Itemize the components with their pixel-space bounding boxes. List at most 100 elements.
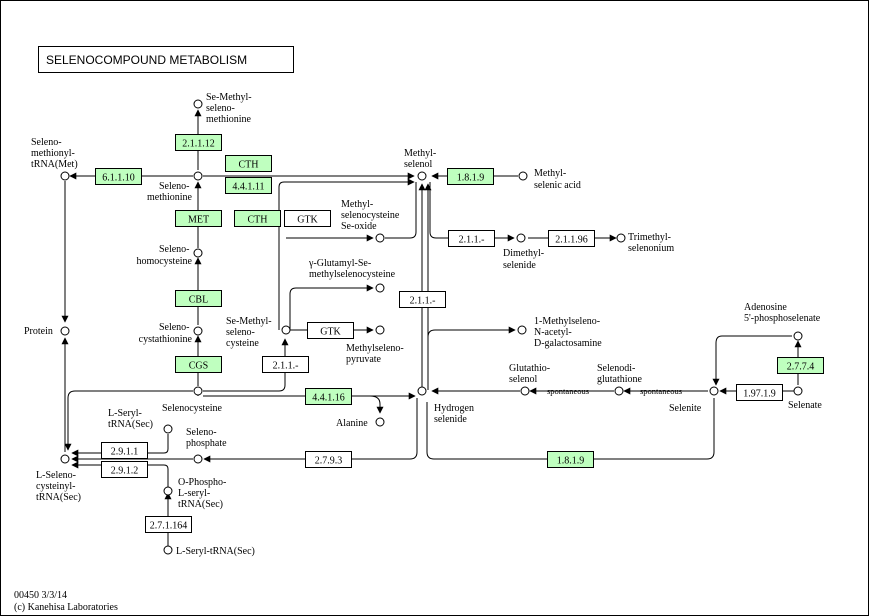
label-selenocystathionine: Seleno- cystathionine — [139, 322, 193, 345]
compound-node[interactable] — [163, 486, 173, 496]
enzyme-box[interactable]: 1.8.1.9 — [547, 451, 594, 468]
compound-node[interactable] — [60, 326, 70, 336]
enzyme-box[interactable]: GTK — [284, 210, 331, 227]
compound-labels: Se-Methyl- seleno- methionine Seleno- me… — [24, 92, 822, 557]
compound-node[interactable] — [193, 171, 203, 181]
enzyme-box[interactable]: 2.9.1.1 — [101, 442, 148, 459]
svg-text:2.1.1.-: 2.1.1.- — [459, 235, 485, 246]
label-methylselenic-acid: Methyl- selenic acid — [534, 168, 581, 191]
compound-node[interactable] — [709, 386, 719, 396]
svg-text:2.7.1.164: 2.7.1.164 — [150, 521, 188, 532]
compound-node[interactable] — [193, 326, 203, 336]
label-trimethylselenonium: Trimethyl- selenonium — [628, 232, 674, 254]
svg-text:1.8.1.9: 1.8.1.9 — [557, 456, 585, 467]
svg-text:2.1.1.96: 2.1.1.96 — [555, 235, 588, 246]
compound-node[interactable] — [417, 386, 427, 396]
compound-node[interactable] — [163, 545, 173, 555]
compound-node[interactable] — [793, 386, 803, 396]
enzyme-box[interactable]: 2.1.1.96 — [548, 230, 595, 247]
compound-node[interactable] — [281, 325, 291, 335]
label-methylselenocysteine-seoxide: Methyl- selenocysteine Se-oxide — [341, 199, 402, 232]
enzyme-box[interactable]: 4.4.1.11 — [225, 177, 272, 194]
label-methylselenol: Methyl- selenol — [404, 148, 439, 170]
enzyme-box[interactable]: CTH — [225, 155, 272, 172]
svg-text:2.1.1.-: 2.1.1.- — [410, 296, 436, 307]
title-box — [38, 46, 294, 73]
label-selenate: Selenate — [788, 400, 822, 411]
label-selenomethionine: Seleno- methionine — [147, 181, 193, 203]
compound-node[interactable] — [193, 386, 203, 396]
compound-node[interactable] — [517, 325, 527, 335]
enzyme-box[interactable]: 6.1.1.10 — [95, 168, 142, 185]
label-glutamyl-methylselenocysteine: γ-Glutamyl-Se- methylselenocysteine — [308, 258, 396, 280]
svg-text:CTH: CTH — [239, 160, 259, 171]
compound-nodes — [60, 99, 803, 555]
enzyme-box[interactable]: 2.7.9.3 — [305, 451, 352, 468]
svg-text:CGS: CGS — [189, 361, 208, 372]
compound-node[interactable] — [793, 331, 803, 341]
svg-text:1.97.1.9: 1.97.1.9 — [743, 389, 776, 400]
enzyme-box[interactable]: CGS — [175, 356, 222, 373]
label-selenocysteine: Selenocysteine — [162, 403, 223, 414]
enzyme-box[interactable]: GTK — [307, 322, 354, 339]
compound-node[interactable] — [616, 233, 626, 243]
svg-text:CBL: CBL — [189, 295, 208, 306]
compound-node[interactable] — [193, 99, 203, 109]
enzyme-box[interactable]: 2.1.1.- — [448, 230, 495, 247]
enzyme-box[interactable]: CBL — [175, 290, 222, 307]
compound-node[interactable] — [516, 233, 526, 243]
enzyme-box[interactable]: 2.1.1.12 — [175, 134, 222, 151]
enzyme-box[interactable]: 2.7.1.164 — [145, 516, 192, 533]
enzyme-box[interactable]: 1.8.1.9 — [447, 168, 494, 185]
compound-node[interactable] — [193, 248, 203, 258]
compound-node[interactable] — [163, 424, 173, 434]
enzyme-box[interactable]: 2.7.7.4 — [777, 357, 824, 374]
compound-node[interactable] — [60, 454, 70, 464]
compound-node[interactable] — [520, 386, 530, 396]
svg-text:6.1.1.10: 6.1.1.10 — [102, 173, 135, 184]
svg-text:1.8.1.9: 1.8.1.9 — [457, 173, 485, 184]
enzyme-box[interactable]: CTH — [234, 210, 281, 227]
label-se-methylselenocysteine: Se-Methyl- seleno- cysteine — [226, 316, 274, 349]
label-l-selenocysteinyl-trna: L-Seleno- cysteinyl- tRNA(Sec) — [36, 470, 81, 503]
compound-node[interactable] — [614, 386, 624, 396]
svg-text:2.7.9.3: 2.7.9.3 — [315, 456, 343, 467]
svg-text:2.9.1.1: 2.9.1.1 — [111, 447, 139, 458]
compound-node[interactable] — [193, 454, 203, 464]
enzyme-box[interactable]: MET — [175, 210, 222, 227]
svg-text:GTK: GTK — [320, 327, 341, 338]
svg-text:4.4.1.16: 4.4.1.16 — [312, 393, 345, 404]
svg-text:2.1.1.-: 2.1.1.- — [273, 361, 299, 372]
enzyme-box[interactable]: 2.9.1.2 — [101, 461, 148, 478]
label-methylseleno-galactosamine: 1-Methylseleno- N-acetyl- D-galactosamin… — [534, 316, 603, 349]
footer-copyright: (c) Kanehisa Laboratories — [14, 602, 118, 613]
label-l-seryl-trna: L-Seryl- tRNA(Sec) — [108, 408, 153, 430]
label-selenite: Selenite — [669, 403, 702, 414]
svg-text:CTH: CTH — [248, 215, 268, 226]
compound-node[interactable] — [375, 325, 385, 335]
compound-node[interactable] — [60, 171, 70, 181]
label-protein: Protein — [24, 326, 53, 337]
enzyme-boxes: 2.1.1.12 CTH 4.4.1.11 6.1.1.10 MET CTH G… — [95, 134, 824, 533]
label-spontaneous: spontaneous — [547, 386, 589, 396]
svg-text:2.9.1.2: 2.9.1.2 — [111, 466, 139, 477]
compound-node[interactable] — [518, 171, 528, 181]
label-adenosine-phosphoselenate: Adenosine 5'-phosphoselenate — [744, 302, 821, 324]
compound-node[interactable] — [417, 171, 427, 181]
label-l-seryl-trna-bottom: L-Seryl-tRNA(Sec) — [176, 546, 255, 557]
compound-node[interactable] — [375, 283, 385, 293]
svg-text:GTK: GTK — [297, 215, 318, 226]
footer-id: 00450 3/3/14 — [14, 590, 67, 601]
enzyme-box[interactable]: 1.97.1.9 — [736, 384, 783, 401]
label-selenophosphate: Seleno- phosphate — [186, 427, 227, 449]
compound-node[interactable] — [375, 417, 385, 427]
label-alanine: Alanine — [336, 418, 368, 429]
enzyme-box[interactable]: 2.1.1.- — [399, 291, 446, 308]
label-o-phospho-l-seryl-trna: O-Phospho- L-seryl- tRNA(Sec) — [178, 477, 229, 510]
enzyme-box[interactable]: 2.1.1.- — [262, 356, 309, 373]
svg-text:MET: MET — [188, 215, 209, 226]
enzyme-box[interactable]: 4.4.1.16 — [305, 388, 352, 405]
compound-node[interactable] — [375, 233, 385, 243]
